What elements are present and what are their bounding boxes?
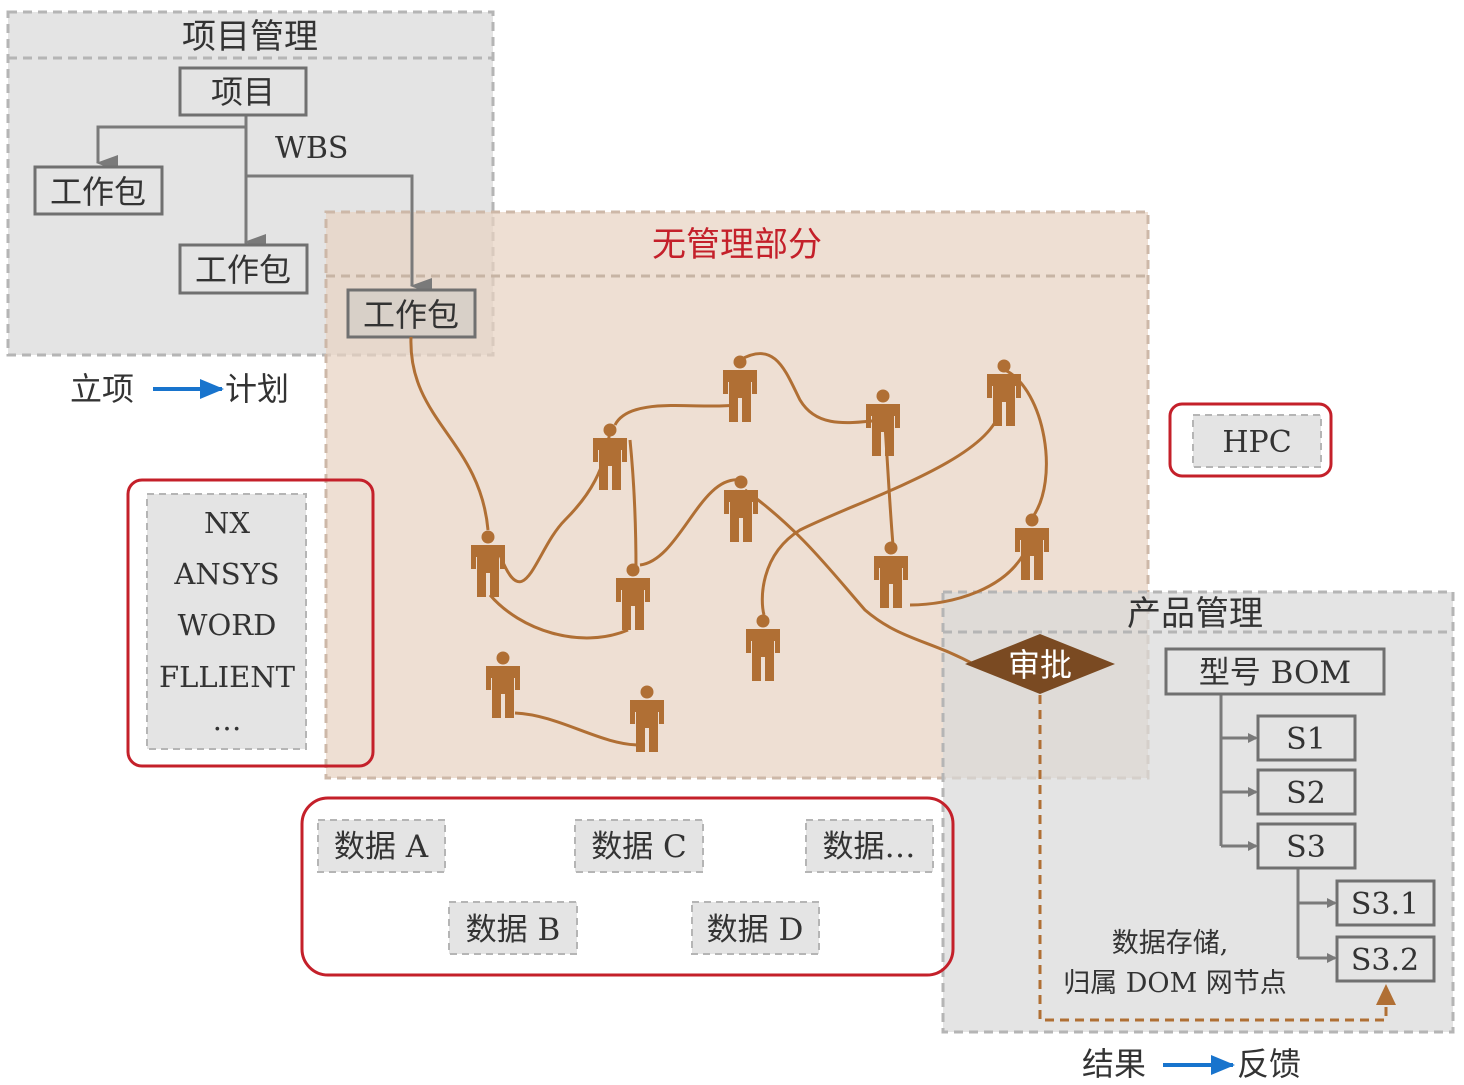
tool-ansys: ANSYS xyxy=(173,557,279,591)
link-2 xyxy=(628,439,638,571)
data-item-d-label: 数据 D xyxy=(707,912,804,948)
bom-node-s3-1: S3.1 xyxy=(1335,879,1436,927)
project-management-title: 项目管理 xyxy=(182,17,318,57)
data-item-a-label: 数据 A xyxy=(334,829,429,865)
wbs-label: WBS xyxy=(275,131,348,166)
work-package-label-3: 工作包 xyxy=(363,296,459,334)
work-package-node-2: 工作包 xyxy=(178,243,309,295)
unmanaged-title: 无管理部分 xyxy=(652,225,822,265)
data-item-c: 数据 C xyxy=(574,819,704,873)
project-node: 项目 xyxy=(178,66,308,117)
bom-node-s2-label: S2 xyxy=(1286,776,1326,811)
collaboration-links xyxy=(409,336,1048,747)
approve-diamond xyxy=(965,634,1115,694)
product-management-title: 产品管理 xyxy=(1127,594,1263,634)
work-package-node-1: 工作包 xyxy=(33,165,164,216)
data-item-b-label: 数据 B xyxy=(466,912,561,948)
flow-feedback-label: 反馈 xyxy=(1237,1045,1301,1083)
data-item-b: 数据 B xyxy=(448,901,578,955)
wbs-tree: WBS 项目 工作包 工作包 工作包 xyxy=(33,66,477,339)
bom-node-s3-label: S3 xyxy=(1286,830,1326,865)
link-3 xyxy=(488,594,629,640)
bom-node-s1-label: S1 xyxy=(1286,722,1326,757)
project-node-label: 项目 xyxy=(211,73,275,111)
tool-word: WORD xyxy=(178,608,277,642)
bom-node-s2: S2 xyxy=(1256,768,1357,816)
flow-initiate-plan: 立项 计划 xyxy=(70,370,289,408)
link-12 xyxy=(514,711,641,747)
data-item-d: 数据 D xyxy=(691,901,820,955)
link-5 xyxy=(739,352,881,425)
hpc-group: HPC xyxy=(1168,402,1333,478)
tool-nx: NX xyxy=(204,506,250,540)
bom-node-s3-1-label: S3.1 xyxy=(1351,887,1419,922)
link-11 xyxy=(909,544,1030,607)
bom-node-s3-2: S3.2 xyxy=(1335,935,1436,983)
bom-node-s1: S1 xyxy=(1256,714,1357,762)
tool-fllient: FLLIENT xyxy=(159,660,296,694)
flow-result-label: 结果 xyxy=(1082,1045,1146,1083)
bom-tree: 型号 BOM S1 S2 S3 S3.1 S3.2 xyxy=(1164,647,1436,983)
work-package-label-1: 工作包 xyxy=(50,173,146,211)
flow-plan-label: 计划 xyxy=(225,370,289,408)
approval-flow: 审批 数据存储, 归属 DOM 网节点 xyxy=(965,634,1396,1022)
flow-result-feedback: 结果 反馈 xyxy=(1082,1045,1301,1083)
bom-root-node: 型号 BOM xyxy=(1164,647,1386,696)
flow-initiate-label: 立项 xyxy=(70,370,134,408)
approve-label: 审批 xyxy=(1008,646,1072,684)
data-item-more: 数据… xyxy=(805,819,934,873)
tool-more: … xyxy=(213,703,242,737)
work-package-node-3: 工作包 xyxy=(346,288,477,339)
link-wp-to-person xyxy=(409,336,490,531)
bom-root-label: 型号 BOM xyxy=(1199,655,1351,691)
storage-note-line2: 归属 DOM 网节点 xyxy=(1063,968,1287,999)
link-7 xyxy=(744,488,976,667)
hpc-label: HPC xyxy=(1222,425,1291,460)
bom-node-s3-2-label: S3.2 xyxy=(1351,943,1419,978)
data-group: 数据 A 数据 C 数据… 数据 B 数据 D xyxy=(300,796,955,977)
data-item-a: 数据 A xyxy=(317,819,446,873)
link-10 xyxy=(760,409,1002,616)
storage-note-line1: 数据存储, xyxy=(1112,928,1229,959)
storage-loop xyxy=(1038,695,1388,1022)
tools-group: NX ANSYS WORD FLLIENT … xyxy=(126,478,375,768)
link-4 xyxy=(613,403,736,426)
data-item-c-label: 数据 C xyxy=(591,829,687,865)
bom-node-s3: S3 xyxy=(1256,822,1357,870)
work-package-label-2: 工作包 xyxy=(195,251,291,289)
data-item-more-label: 数据… xyxy=(823,829,916,865)
link-6 xyxy=(639,478,741,567)
storage-arrow-head xyxy=(1376,984,1396,1005)
